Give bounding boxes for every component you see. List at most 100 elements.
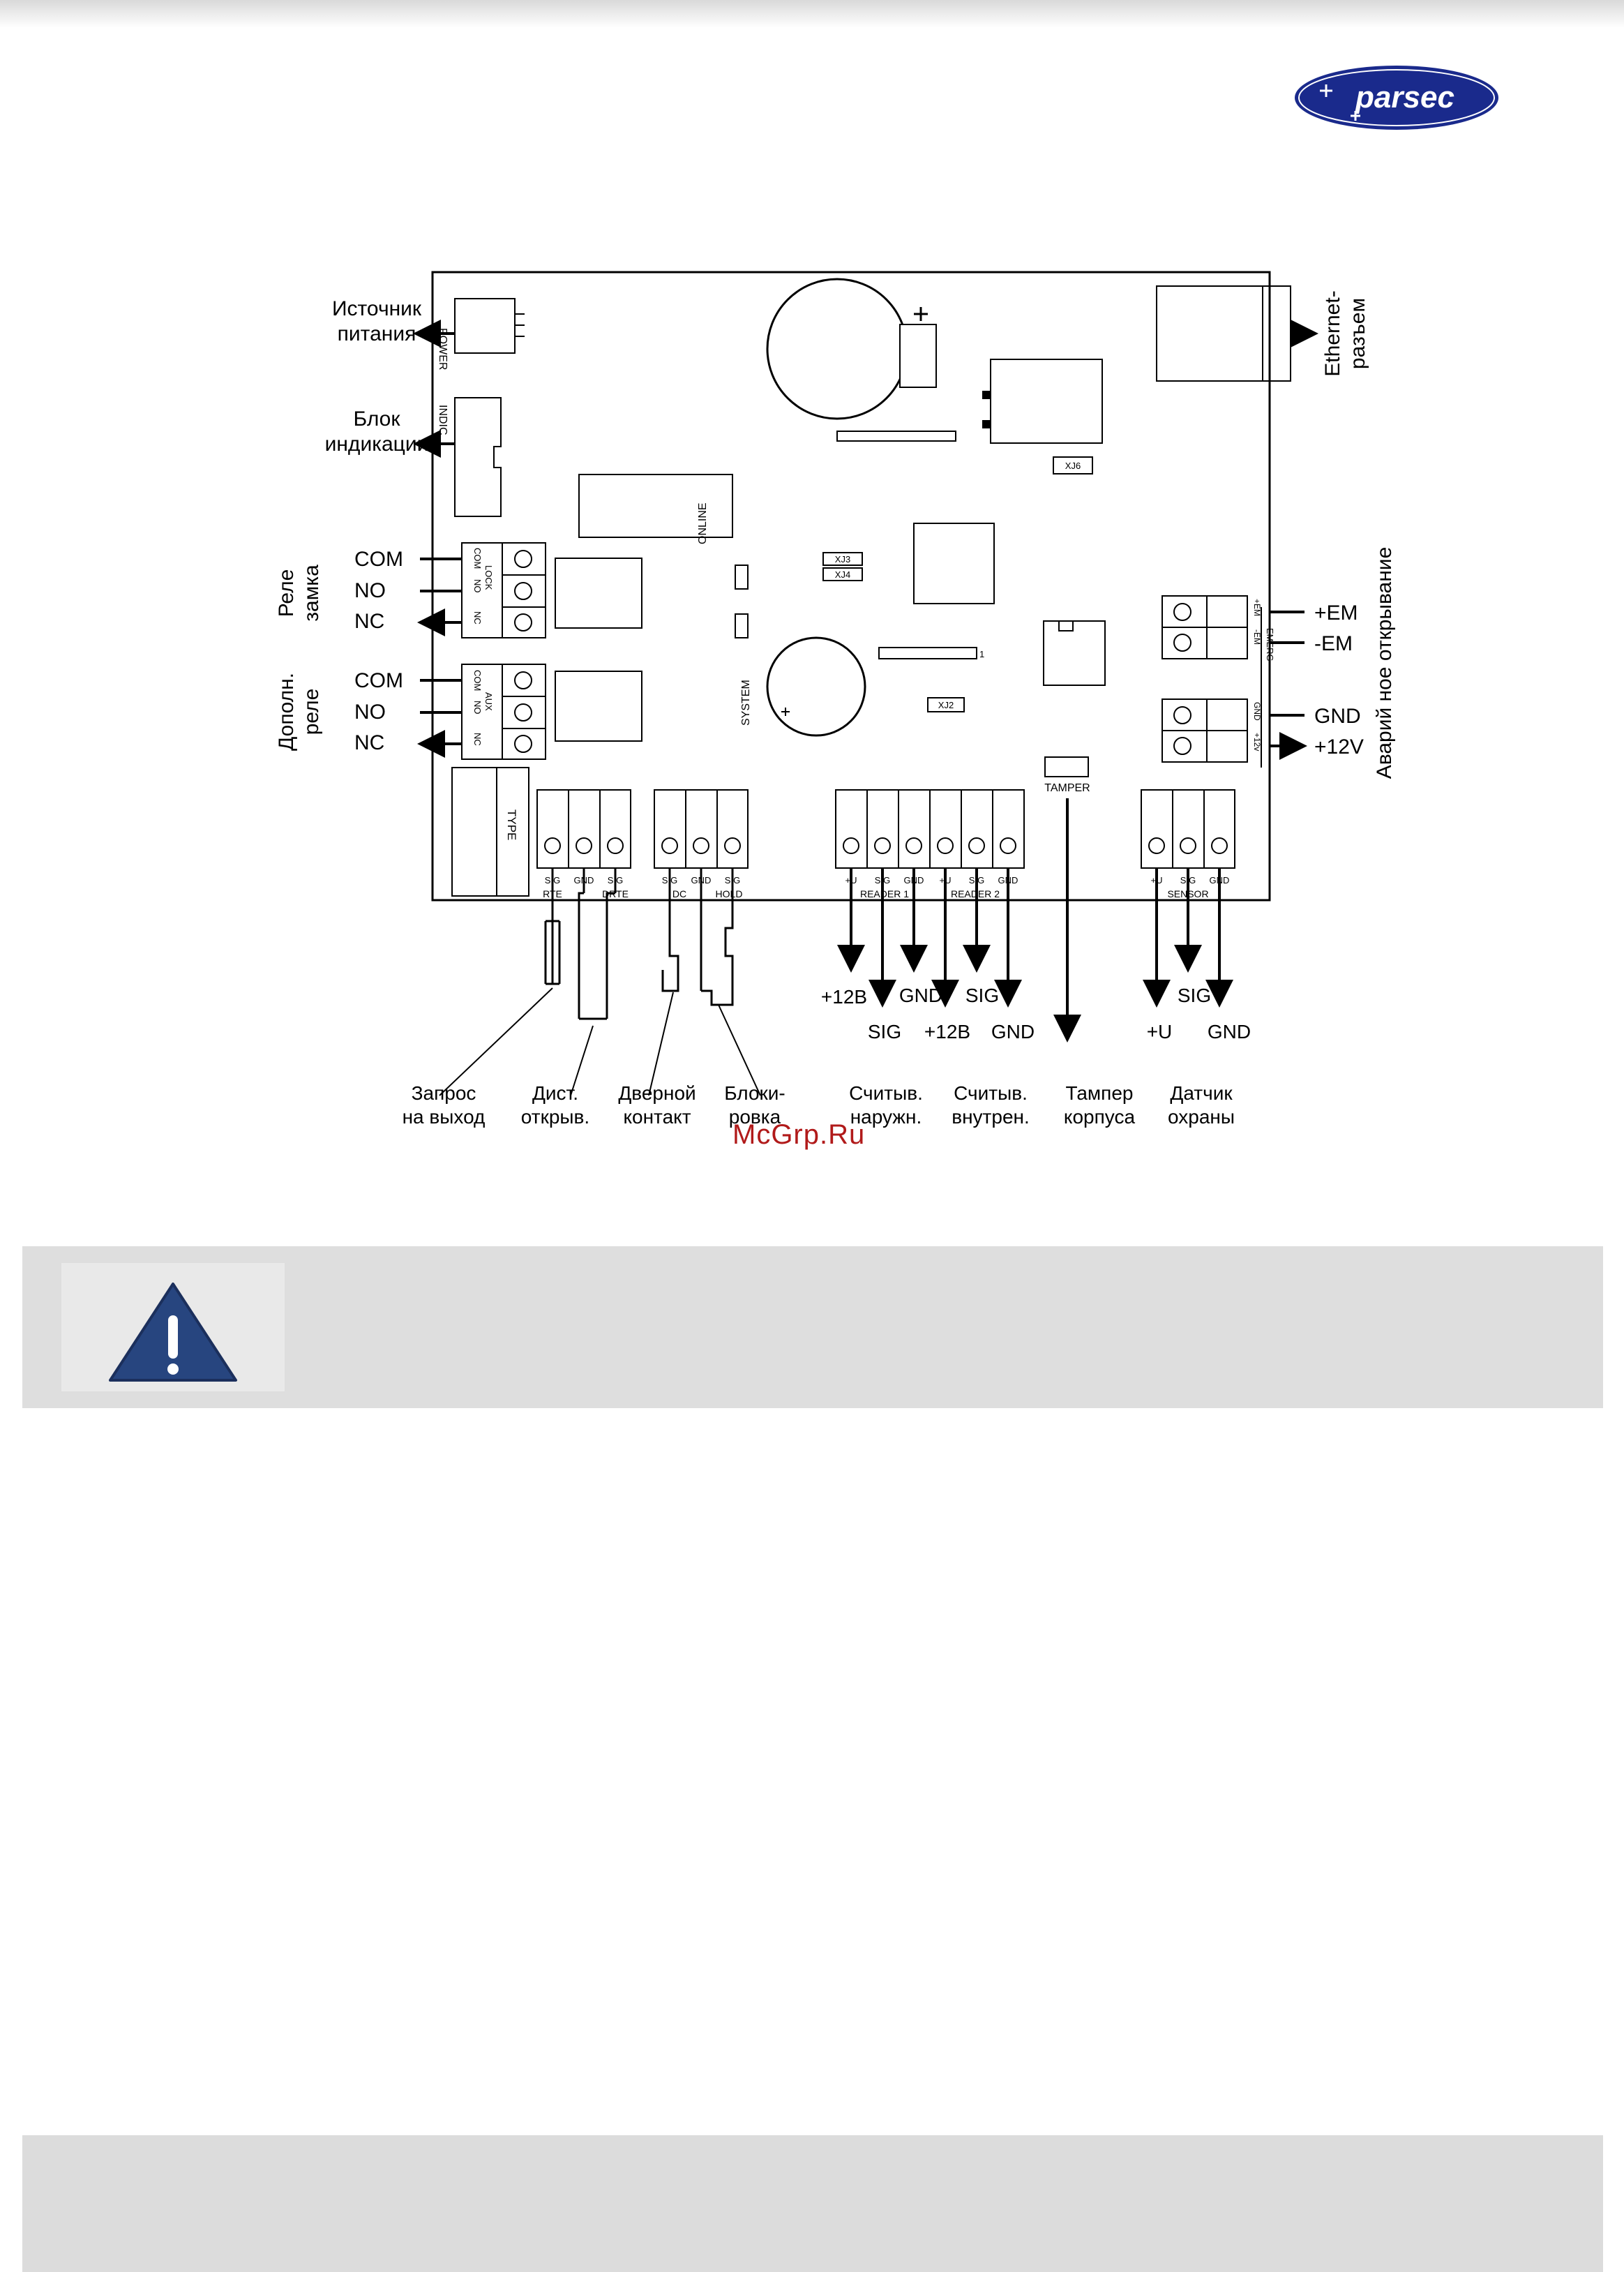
- svg-text:NC: NC: [354, 610, 384, 633]
- svg-text:+U: +U: [1147, 1021, 1173, 1042]
- svg-text:наружн.: наружн.: [850, 1106, 922, 1128]
- label-reader-ext: Считыв.: [849, 1082, 923, 1104]
- svg-text:COM: COM: [472, 548, 483, 569]
- terminal-dc-hold: SIG GND SIG DC HOLD: [654, 789, 749, 899]
- svg-text:NC: NC: [472, 611, 483, 625]
- svg-text:ровка: ровка: [729, 1106, 781, 1128]
- svg-text:питания: питания: [338, 322, 416, 345]
- terminal-readers: +U SIG GND +U SIG GND READER 1 READER 2: [835, 789, 1025, 899]
- warning-note: [22, 1246, 1603, 1408]
- svg-text:READER 1: READER 1: [860, 888, 909, 899]
- type-module: [451, 767, 529, 897]
- terminal-rte-drte: SIG GND SIG RTE DRTE: [536, 789, 631, 899]
- svg-text:-EM: -EM: [1314, 632, 1353, 655]
- label-ethernet: Ethernet-: [1321, 290, 1344, 376]
- svg-text:открыв.: открыв.: [521, 1106, 589, 1128]
- svg-text:NC: NC: [472, 733, 483, 746]
- terminal-sensor: +U SIG GND SENSOR: [1141, 789, 1235, 899]
- svg-text:GND: GND: [1314, 705, 1361, 728]
- silk-system: SYSTEM: [740, 680, 752, 726]
- tamper-switch: [1044, 756, 1089, 777]
- svg-text:parsec: parsec: [1355, 80, 1454, 114]
- led-system: [735, 613, 749, 638]
- svg-text:1: 1: [979, 649, 984, 659]
- warning-icon-panel: [61, 1263, 285, 1391]
- page-top-band: [0, 0, 1624, 28]
- power-connector: [454, 298, 516, 354]
- svg-text:+EM: +EM: [1252, 599, 1262, 616]
- label-tamper-case: Тампер: [1066, 1082, 1134, 1104]
- buzzer: [766, 636, 866, 737]
- svg-text:DC: DC: [672, 888, 686, 899]
- svg-text:LOCK: LOCK: [483, 565, 494, 590]
- ethernet-jack: [1156, 285, 1263, 382]
- chip-relay-driver: [578, 474, 733, 538]
- warning-icon: [109, 1283, 237, 1382]
- page-footer: [22, 2135, 1603, 2272]
- svg-text:-EM: -EM: [1252, 629, 1262, 645]
- svg-text:+12V: +12V: [1314, 735, 1364, 758]
- label-emergency-open: Аварий ное открывание: [1373, 547, 1396, 779]
- svg-text:GND: GND: [991, 1021, 1035, 1042]
- svg-text:+12В: +12В: [924, 1021, 970, 1042]
- svg-text:разъем: разъем: [1346, 298, 1369, 369]
- svg-text:NO: NO: [354, 701, 386, 724]
- svg-text:COM: COM: [472, 670, 483, 691]
- silk-online: ONLINE: [697, 502, 709, 544]
- label-alarm-sensor: Датчик: [1170, 1082, 1233, 1104]
- warning-text: [315, 1274, 1571, 1379]
- backup-battery: [766, 278, 908, 420]
- svg-text:XJ2: XJ2: [938, 700, 954, 710]
- label-lock-relay: Реле: [275, 569, 298, 618]
- svg-text:GND: GND: [1208, 1021, 1251, 1042]
- label-power-source: Источник: [332, 297, 422, 320]
- svg-text:AUX: AUX: [483, 692, 494, 711]
- svg-text:+12В: +12В: [821, 986, 867, 1008]
- label-exit-request: Запрос: [412, 1082, 476, 1104]
- svg-text:GND: GND: [1252, 702, 1262, 721]
- svg-text:NO: NO: [472, 701, 483, 715]
- svg-text:корпуса: корпуса: [1064, 1106, 1136, 1128]
- svg-text:NC: NC: [354, 731, 384, 754]
- svg-text:на выход: на выход: [403, 1106, 486, 1128]
- label-door-contact: Дверной: [618, 1082, 696, 1104]
- chip-cpu: [913, 523, 995, 604]
- lock-relay: [555, 558, 642, 629]
- svg-text:HOLD: HOLD: [716, 888, 743, 899]
- parsec-logo: parsec: [1295, 66, 1498, 130]
- svg-text:реле: реле: [300, 689, 323, 735]
- svg-text:COM: COM: [354, 669, 403, 692]
- jumper-xj2: [927, 697, 965, 712]
- led-online: [735, 565, 749, 590]
- label-indicator-block: Блок: [353, 408, 400, 431]
- jumper-xj4: [822, 567, 863, 581]
- svg-text:GND: GND: [899, 985, 942, 1006]
- svg-text:XJ6: XJ6: [1065, 461, 1081, 471]
- label-remote-open: Дист.: [532, 1082, 578, 1104]
- svg-text:SIG: SIG: [965, 985, 999, 1006]
- jumper-xj6: [1053, 456, 1093, 474]
- silk-tamper: TAMPER: [1044, 782, 1090, 794]
- exit-button-symbol: [544, 868, 561, 985]
- svg-text:внутрен.: внутрен.: [952, 1106, 1030, 1128]
- remote-open-symbol: [578, 868, 617, 1020]
- svg-text:EMERG: EMERG: [1265, 628, 1275, 662]
- label-aux-relay: Дополн.: [275, 673, 298, 751]
- svg-text:охраны: охраны: [1168, 1106, 1235, 1128]
- svg-text:XJ4: XJ4: [835, 569, 850, 580]
- chip-tamper-logic: [1043, 620, 1106, 686]
- svg-text:TYPE: TYPE: [505, 809, 518, 840]
- svg-text:NO: NO: [472, 579, 483, 593]
- svg-text:+12v: +12v: [1252, 733, 1262, 751]
- svg-text:замка: замка: [300, 565, 323, 622]
- indicator-connector: [454, 397, 502, 517]
- door-contact-symbol: [661, 868, 679, 992]
- silk-indic: INDIC: [437, 405, 449, 435]
- blocking-switch-symbol: [700, 868, 734, 1006]
- jumper-xj3: [822, 552, 863, 566]
- svg-text:COM: COM: [354, 548, 403, 571]
- svg-text:контакт: контакт: [623, 1106, 691, 1128]
- controller-board-diagram: POWER INDIC XJ6 ONLINE SYSTEM XJ3 XJ4 1 …: [275, 271, 1396, 1128]
- svg-text:SIG: SIG: [1178, 985, 1211, 1006]
- watermark: McGrp.Ru: [732, 1119, 866, 1150]
